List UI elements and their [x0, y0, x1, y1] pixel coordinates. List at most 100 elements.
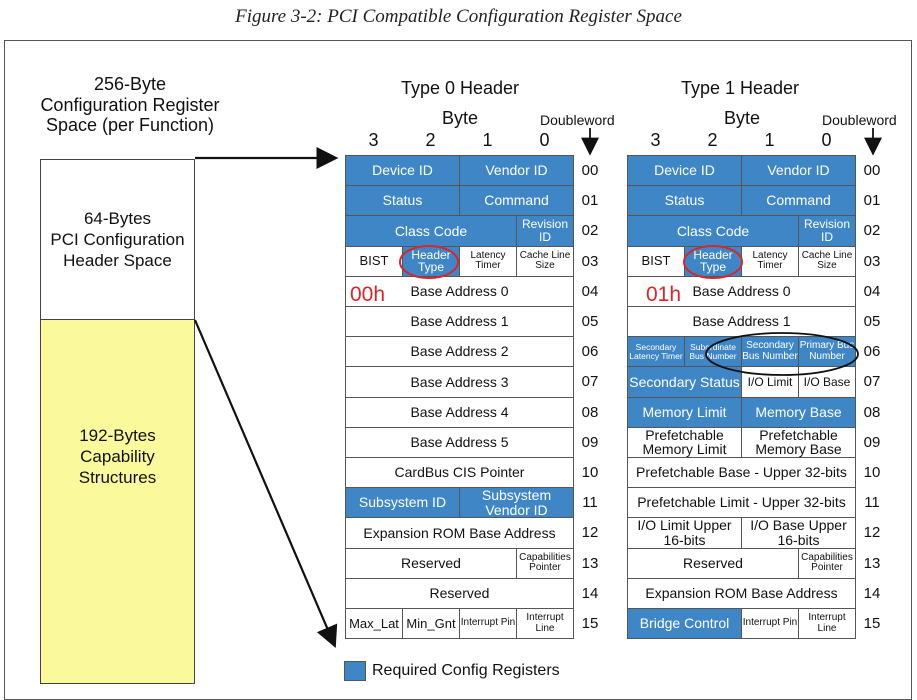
- type1-byte-0: 0: [821, 130, 832, 150]
- type1-dword-index: 00: [863, 162, 881, 179]
- type0-reg-max-lat: Max_Lat: [345, 608, 403, 640]
- type0-dword-index: 03: [581, 252, 599, 270]
- type1-title: Type 1 Header: [680, 78, 800, 98]
- type0-reg-interrupt-line: Interrupt Line: [516, 608, 574, 640]
- type1-reg-prefetchable-memory-limit: Prefetchable Memory Limit: [627, 426, 742, 458]
- left-heading-line: Configuration Register: [40, 94, 220, 115]
- type1-header-type-value: 01h: [646, 283, 682, 306]
- capability-line: Capability: [80, 446, 155, 466]
- type0-reg-base-address-4: Base Address 4: [345, 396, 574, 428]
- type0-reg-device-id: Device ID: [345, 155, 460, 187]
- type1-dword-index: 05: [863, 313, 881, 330]
- type0-reg-revision-id: Revision ID: [516, 215, 574, 247]
- type0-reg-reserved: Reserved: [345, 547, 517, 579]
- type1-byte-2: 2: [707, 130, 718, 150]
- type0-reg-capabilities-pointer: Capabilities Pointer: [516, 547, 574, 579]
- type0-byte-2: 2: [425, 130, 436, 150]
- legend-swatch: [344, 661, 366, 681]
- type1-byte-1: 1: [764, 130, 775, 150]
- type1-dword-index: 07: [863, 373, 881, 391]
- type0-reg-base-address-2: Base Address 2: [345, 336, 574, 368]
- type0-title: Type 0 Header: [400, 78, 520, 98]
- type1-reg-reserved: Reserved: [627, 547, 799, 579]
- left-heading-line: 256-Byte: [93, 74, 167, 94]
- type1-dword-index: 13: [863, 554, 881, 572]
- type1-reg-command: Command: [741, 185, 856, 217]
- type1-reg-revision-id: Revision ID: [798, 215, 856, 247]
- header-space-line: PCI Configuration: [50, 229, 185, 249]
- type1-dword-index: 09: [863, 433, 881, 451]
- type0-reg-class-code: Class Code: [345, 215, 517, 247]
- type1-dword-index: 15: [863, 615, 881, 632]
- header-space-block: 64-Bytes PCI Configuration Header Space: [40, 159, 195, 320]
- type1-dword-index: 03: [863, 252, 881, 270]
- type0-dword-index: 10: [581, 464, 599, 481]
- type1-dword-index: 06: [863, 343, 881, 361]
- type0-reg-latency-timer: Latency Timer: [459, 245, 517, 277]
- type0-byte-0: 0: [539, 130, 550, 150]
- type1-dword-index: 12: [863, 524, 881, 542]
- header-space-line: 64-Bytes: [83, 208, 152, 228]
- type0-header-type-value: 00h: [350, 283, 386, 306]
- type1-reg-capabilities-pointer: Capabilities Pointer: [798, 547, 856, 579]
- type1-dword-index: 11: [864, 494, 880, 512]
- capability-line: Structures: [78, 468, 157, 488]
- type0-dword-index: 13: [581, 554, 599, 572]
- type0-byte-3: 3: [368, 130, 379, 150]
- type1-reg-i-o-limit-upper-16-bits: I/O Limit Upper 16-bits: [627, 517, 742, 549]
- type0-dword-index: 12: [581, 524, 599, 542]
- type0-dword-index: 07: [581, 373, 599, 391]
- type0-dword-index: 01: [581, 192, 599, 210]
- type1-dword-index: 01: [863, 192, 881, 210]
- type1-reg-i-o-base-upper-16-bits: I/O Base Upper 16-bits: [741, 517, 856, 549]
- type0-dword-index: 04: [581, 282, 599, 300]
- type1-dword-index: 08: [863, 403, 881, 421]
- type1-reg-interrupt-line: Interrupt Line: [798, 608, 856, 640]
- figure-title: Figure 3-2: PCI Compatible Configuration…: [235, 6, 682, 27]
- capability-map-arrow: [193, 319, 338, 649]
- left-heading-line: Space (per Function): [45, 115, 215, 136]
- type0-dword-index: 11: [582, 494, 598, 512]
- type1-header-type-highlight: [683, 245, 743, 279]
- type1-reg-cache-line-size: Cache Line Size: [798, 245, 856, 277]
- type0-reg-min-gnt: Min_Gnt: [402, 608, 460, 640]
- type0-byte-1: 1: [482, 130, 493, 150]
- type1-reg-secondary-status: Secondary Status: [627, 366, 742, 398]
- type1-reg-secondary-bus-number: Secondary Bus Number: [741, 336, 799, 368]
- type0-reg-base-address-1: Base Address 1: [345, 306, 574, 338]
- type0-dword-index: 00: [581, 162, 599, 179]
- type0-dword-index: 02: [581, 222, 599, 240]
- type1-dword-index: 04: [863, 282, 881, 300]
- type0-dword-index: 15: [581, 615, 599, 632]
- type1-reg-base-address-0: Base Address 0: [627, 275, 856, 307]
- type0-reg-expansion-rom-base-address: Expansion ROM Base Address: [345, 517, 574, 549]
- type0-reg-vendor-id: Vendor ID: [459, 155, 574, 187]
- type1-doubleword-label: Doubleword: [822, 112, 897, 128]
- type0-reg-reserved: Reserved: [345, 577, 574, 609]
- type1-reg-secondary-latency-timer: Secondary Latency Timer: [627, 336, 685, 368]
- type0-dword-index: 06: [581, 343, 599, 361]
- type1-dword-index: 14: [863, 584, 881, 602]
- type1-dword-index: 10: [863, 464, 881, 481]
- type0-dword-index: 14: [581, 584, 599, 602]
- type0-dword-index: 05: [581, 313, 599, 330]
- type0-reg-bist: BIST: [345, 245, 403, 277]
- type1-reg-interrupt-pin: Interrupt Pin: [741, 608, 799, 640]
- type0-reg-interrupt-pin: Interrupt Pin: [459, 608, 517, 640]
- type0-reg-status: Status: [345, 185, 460, 217]
- type1-dword-index: 02: [863, 222, 881, 240]
- type0-reg-header-type: Header Type: [402, 245, 460, 277]
- type1-byte-label: Byte: [723, 108, 761, 128]
- type0-reg-cache-line-size: Cache Line Size: [516, 245, 574, 277]
- type1-reg-prefetchable-limit-upper-32-bits: Prefetchable Limit - Upper 32-bits: [627, 487, 856, 519]
- type0-doubleword-label: Doubleword: [540, 112, 615, 128]
- header-space-line: Header Space: [63, 251, 172, 271]
- left-heading: 256-Byte Configuration Register Space (p…: [10, 74, 250, 136]
- type0-byte-label: Byte: [441, 108, 479, 128]
- type0-dword-index: 09: [581, 433, 599, 451]
- legend-label: Required Config Registers: [372, 662, 560, 679]
- bus-number-highlight: [705, 332, 859, 376]
- type1-reg-bridge-control: Bridge Control: [627, 608, 742, 640]
- type0-dword-index: 08: [581, 403, 599, 421]
- type1-reg-memory-limit: Memory Limit: [627, 396, 742, 428]
